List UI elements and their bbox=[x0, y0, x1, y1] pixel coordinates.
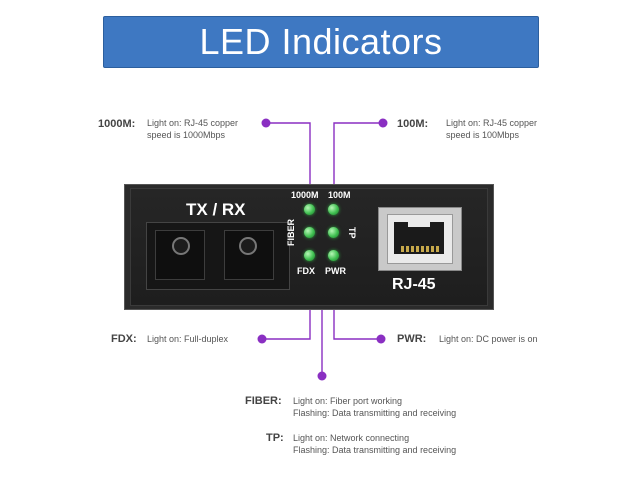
callout-fdx-label: FDX: bbox=[111, 333, 137, 345]
led-label-tp: TP bbox=[347, 227, 357, 239]
line-100m bbox=[333, 122, 383, 206]
callout-tp-label: TP: bbox=[266, 432, 284, 444]
callout-fiber-line2: Flashing: Data transmitting and receivin… bbox=[293, 408, 457, 418]
led-label-1000m: 1000M bbox=[291, 190, 319, 200]
dot-pwr bbox=[376, 334, 386, 344]
rj45-socket bbox=[394, 222, 444, 254]
ferrule-rx bbox=[239, 237, 257, 255]
callout-fiber-label: FIBER: bbox=[245, 395, 282, 407]
callout-1000m-label: 1000M: bbox=[98, 118, 136, 130]
led-label-fdx: FDX bbox=[297, 266, 315, 276]
callout-pwr-label: PWR: bbox=[397, 333, 427, 345]
led-fdx bbox=[304, 250, 315, 261]
callout-pwr-line1: Light on: DC power is on bbox=[439, 334, 538, 344]
fiber-port-label: TX / RX bbox=[186, 200, 246, 219]
rj45-label: RJ-45 bbox=[392, 276, 436, 293]
led-label-fiber: FIBER bbox=[286, 219, 296, 246]
callout-tp-line1: Light on: Network connecting bbox=[293, 433, 410, 443]
title-banner: LED Indicators bbox=[103, 16, 539, 68]
callout-100m-desc: Light on: RJ-45 copper speed is 100Mbps bbox=[446, 117, 537, 141]
callout-100m-line2: speed is 100Mbps bbox=[446, 130, 520, 140]
dot-fdx bbox=[257, 334, 267, 344]
led-tp bbox=[328, 227, 339, 238]
callout-fiber-line1: Light on: Fiber port working bbox=[293, 396, 403, 406]
callout-1000m-line2: speed is 1000Mbps bbox=[147, 130, 226, 140]
callout-tp-line2: Flashing: Data transmitting and receivin… bbox=[293, 445, 457, 455]
line-1000m bbox=[266, 122, 311, 206]
callout-fiber-desc: Light on: Fiber port working Flashing: D… bbox=[293, 395, 456, 419]
callout-tp-desc: Light on: Network connecting Flashing: D… bbox=[293, 432, 456, 456]
led-pwr bbox=[328, 250, 339, 261]
callout-1000m-desc: Light on: RJ-45 copper speed is 1000Mbps bbox=[147, 117, 238, 141]
dot-1000m bbox=[261, 118, 271, 128]
callout-1000m-line1: Light on: RJ-45 copper bbox=[147, 118, 239, 128]
led-100m bbox=[328, 204, 339, 215]
callout-pwr-desc: Light on: DC power is on bbox=[439, 333, 538, 345]
rj45-pins-icon bbox=[401, 222, 439, 252]
callout-fdx-desc: Light on: Full-duplex bbox=[147, 333, 228, 345]
callout-fdx-line1: Light on: Full-duplex bbox=[147, 334, 229, 344]
led-label-pwr: PWR bbox=[325, 266, 346, 276]
callout-100m-line1: Light on: RJ-45 copper bbox=[446, 118, 538, 128]
led-label-100m: 100M bbox=[328, 190, 351, 200]
dot-100m bbox=[378, 118, 388, 128]
callout-100m-label: 100M: bbox=[397, 118, 429, 130]
dot-fiber bbox=[317, 371, 327, 381]
banner-title: LED Indicators bbox=[199, 21, 443, 62]
led-1000m bbox=[304, 204, 315, 215]
ferrule-tx bbox=[172, 237, 190, 255]
led-fiber bbox=[304, 227, 315, 238]
